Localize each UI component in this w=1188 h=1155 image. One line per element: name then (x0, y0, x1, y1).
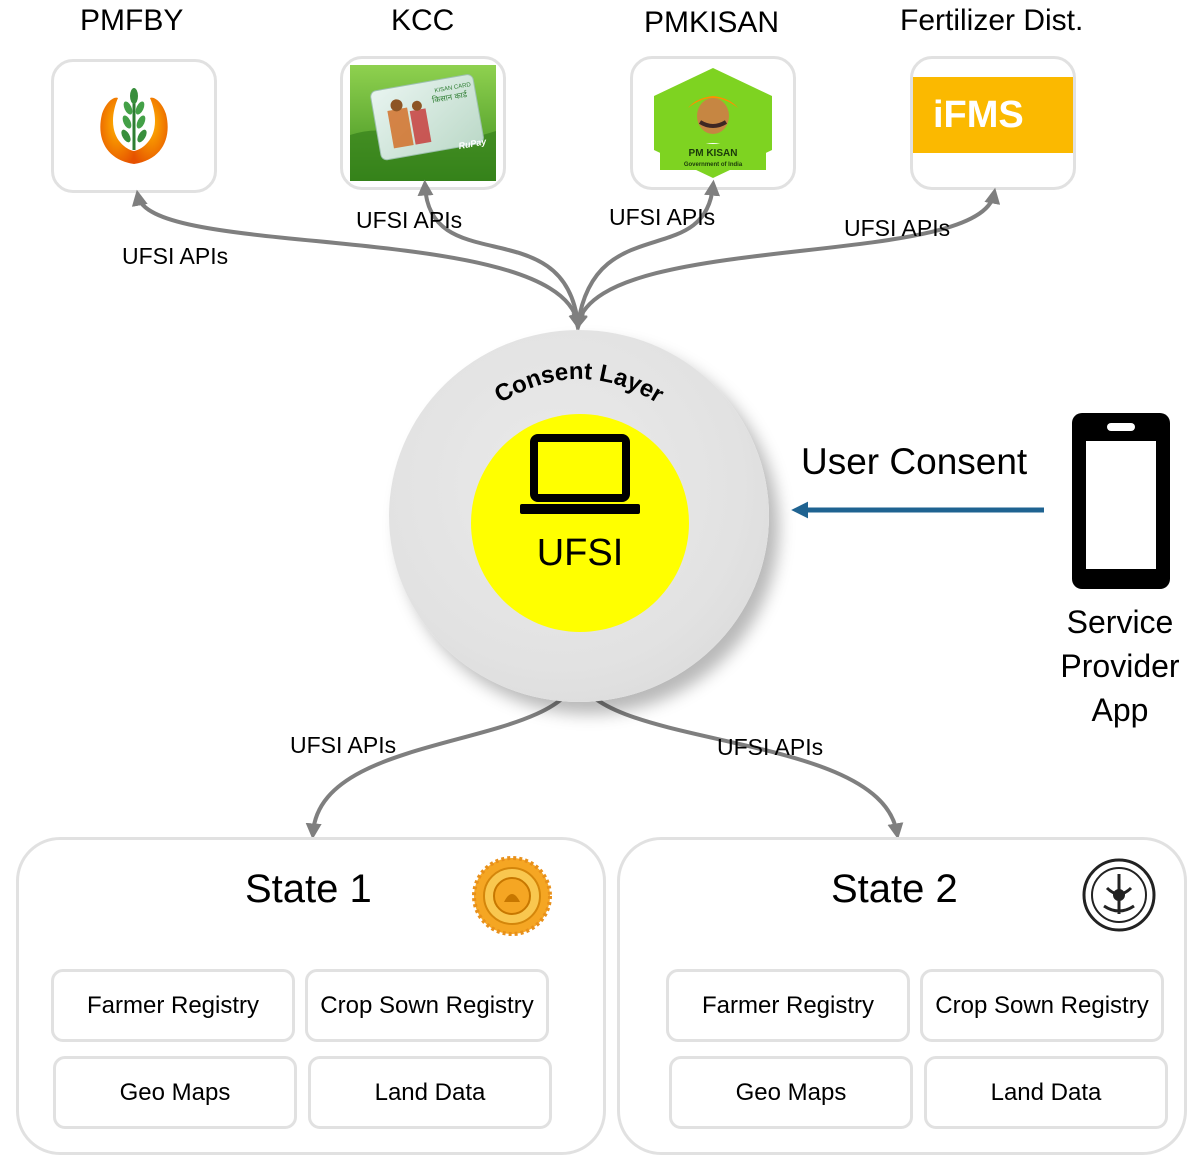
ifms-logo-box: iFMS (910, 56, 1076, 190)
api-label-pmfby: UFSI APIs (122, 243, 229, 269)
state-2-geo-maps: Geo Maps (669, 1056, 913, 1129)
svg-text:Consent Layer: Consent Layer (490, 358, 668, 409)
state-1-land-data: Land Data (308, 1056, 552, 1129)
api-label-pmkisan: UFSI APIs (609, 204, 716, 230)
api-label-state1: UFSI APIs (290, 732, 397, 758)
consent-layer-text: Consent Layer (490, 358, 668, 409)
consent-layer-label: Consent Layer (490, 358, 668, 409)
state-2-title: State 2 (831, 867, 958, 911)
ifms-logo: iFMS (913, 77, 1073, 153)
service-title-fertilizer: Fertilizer Dist. (900, 4, 1084, 37)
service-provider-app-label: Service Provider App (1040, 600, 1188, 732)
pmkisan-logo-box: PM KISAN Government of India (630, 56, 796, 190)
api-label-fertilizer: UFSI APIs (844, 215, 951, 241)
service-title-kcc: KCC (391, 4, 455, 37)
api-label-kcc: UFSI APIs (356, 207, 463, 233)
state-1-farmer-registry: Farmer Registry (51, 969, 295, 1042)
state-1-geo-maps: Geo Maps (53, 1056, 297, 1129)
laptop-icon (520, 434, 640, 514)
kcc-card-brand: RuPay (458, 136, 488, 151)
connector-kcc (417, 179, 585, 331)
user-consent-label: User Consent (801, 441, 1028, 482)
pmkisan-logo-line1: PM KISAN (689, 148, 738, 159)
provider-label-line-3: App (1091, 692, 1149, 728)
state-2-land-data: Land Data (924, 1056, 1168, 1129)
ifms-logo-text: iFMS (933, 93, 1024, 136)
state-1-title: State 1 (245, 867, 372, 911)
state-1-seal-icon (472, 856, 552, 936)
smartphone-icon (1072, 413, 1170, 589)
pmkisan-logo-line2: Government of India (684, 162, 743, 168)
state-2-crop-sown-registry: Crop Sown Registry (920, 969, 1164, 1042)
pmfby-wheat-hands-logo-icon (100, 88, 168, 164)
ufsi-label: UFSI (536, 532, 624, 574)
kisan-credit-card-image-icon: KISAN CARD किसान कार्ड RuPay (350, 65, 496, 181)
pm-kisan-farmer-logo-icon: PM KISAN Government of India (654, 68, 772, 178)
api-label-state2: UFSI APIs (717, 734, 824, 760)
pmfby-logo-box (51, 59, 217, 193)
state-2-seal-icon (1082, 858, 1156, 932)
provider-label-line-1: Service (1066, 604, 1174, 640)
ufsi-hub-circle (471, 414, 689, 632)
service-title-pmkisan: PMKISAN (644, 6, 780, 39)
kcc-logo-box: KISAN CARD किसान कार्ड RuPay (340, 56, 506, 190)
state-1-crop-sown-registry: Crop Sown Registry (305, 969, 549, 1042)
provider-label-line-2: Provider (1060, 648, 1180, 684)
service-title-pmfby: PMFBY (80, 4, 184, 37)
state-2-farmer-registry: Farmer Registry (666, 969, 910, 1042)
connector-fertilizer (572, 187, 1001, 331)
